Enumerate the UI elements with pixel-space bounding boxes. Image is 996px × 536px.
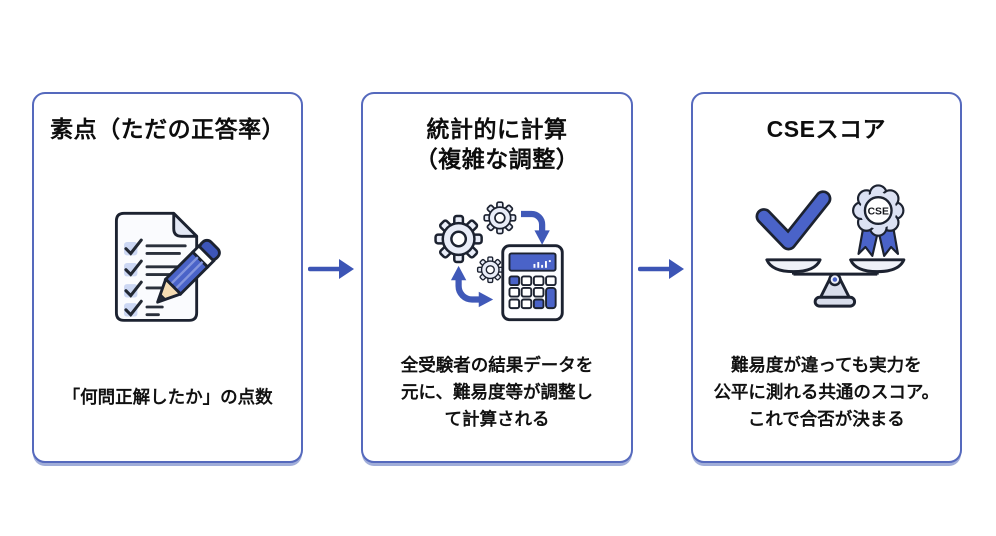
card-body: 全受験者の結果データを 元に、難易度等が調整し て計算される <box>401 352 594 461</box>
cards-row: 素点（ただの正答率） <box>32 92 962 463</box>
icon-area <box>34 144 301 384</box>
flow-arrow-1 <box>303 92 361 463</box>
right-arrow-icon <box>308 259 355 279</box>
card-body-line: 公平に測れる共通のスコア。 <box>713 382 940 402</box>
flow-arrow-2 <box>633 92 691 463</box>
card-body: 「何問正解したか」の点数 <box>63 384 273 461</box>
gears-calculator-icon <box>434 201 564 322</box>
icon-area <box>363 174 630 352</box>
card-statistical-calculation: 統計的に計算 （複雑な調整） <box>361 92 633 463</box>
card-body-line: 元に、難易度等が調整し <box>400 382 593 402</box>
scale-check-badge-icon: CSE <box>755 184 906 308</box>
card-title: CSEスコア <box>767 94 886 144</box>
gear-large <box>434 214 483 264</box>
card-title-line: （複雑な調整） <box>414 146 580 172</box>
checklist-pencil-icon <box>114 211 221 322</box>
card-body-line: 「何問正解したか」の点数 <box>62 387 273 407</box>
card-cse-score: CSEスコア <box>690 92 962 463</box>
icon-area: CSE <box>693 144 960 352</box>
card-body-line: これで合否が決まる <box>747 409 905 429</box>
card-title: 統計的に計算 （複雑な調整） <box>415 94 580 174</box>
badge-label: CSE <box>868 206 889 217</box>
gear-small-top <box>483 201 517 235</box>
card-raw-score: 素点（ただの正答率） <box>32 92 304 463</box>
gear-small-bottom <box>476 256 504 284</box>
card-body-line: 全受験者の結果データを <box>400 355 594 375</box>
card-body: 難易度が違っても実力を 公平に測れる共通のスコア。 これで合否が決まる <box>713 352 939 461</box>
card-title: 素点（ただの正答率） <box>50 94 285 144</box>
card-title-line: 統計的に計算 <box>426 116 568 142</box>
card-title-line: CSEスコア <box>766 116 886 142</box>
balance-scale-glyph <box>765 258 906 308</box>
pencil-glyph <box>155 238 221 304</box>
card-body-line: 難易度が違っても実力を <box>730 355 922 375</box>
right-arrow-icon <box>637 259 684 279</box>
calculator-glyph <box>501 244 564 322</box>
card-body-line: て計算される <box>444 409 550 429</box>
card-title-line: 素点（ただの正答率） <box>50 116 286 142</box>
cse-badge: CSE <box>852 184 905 237</box>
